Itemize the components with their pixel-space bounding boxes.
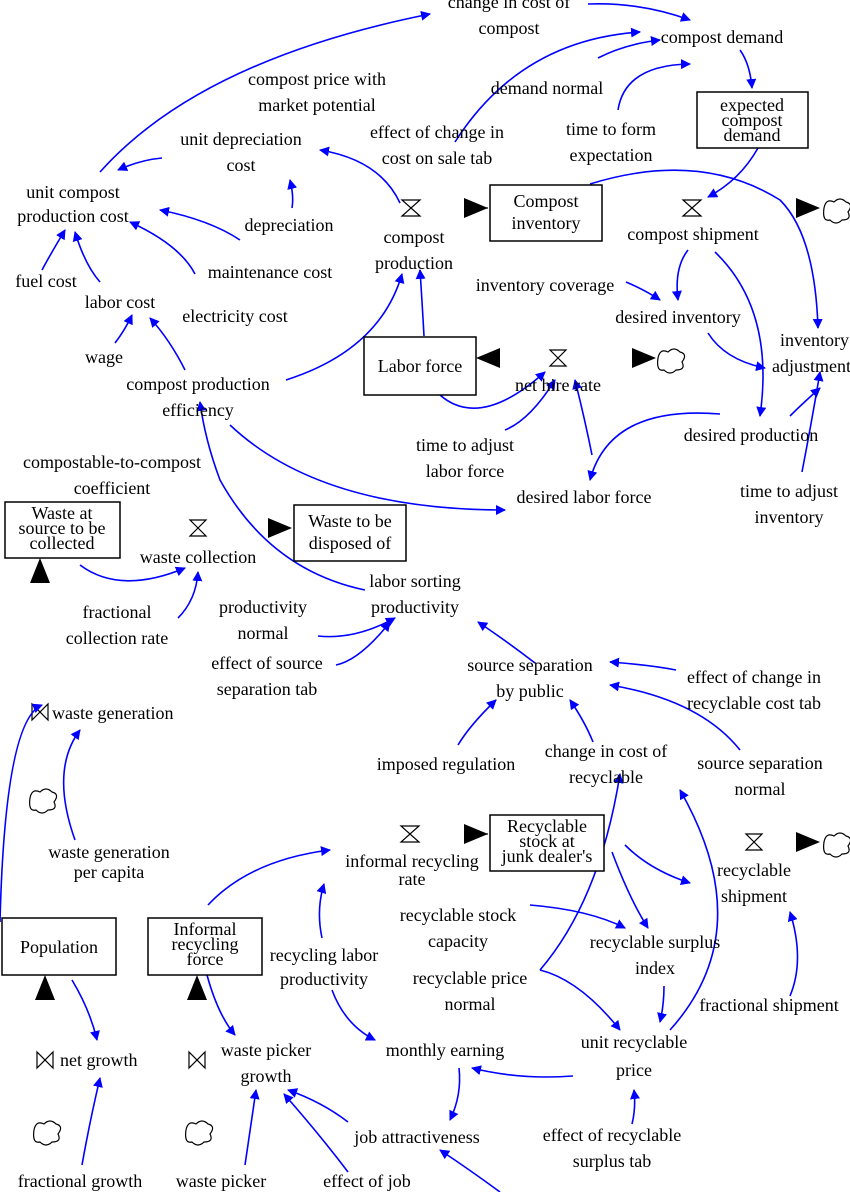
flow-waste-collection: waste collection [140, 547, 256, 567]
cloud-icon [823, 832, 850, 858]
var-inventory-coverage: inventory coverage [476, 275, 614, 295]
valve-informal-recycling [399, 825, 421, 843]
flow-net-hire-rate: net hire rate [515, 375, 601, 395]
stock-labor-force: Labor force [363, 336, 477, 396]
flow-valves [31, 199, 764, 1070]
cloud-icon [33, 1120, 62, 1146]
var-job-attractiveness: job attractiveness [353, 1127, 479, 1147]
var-fractional-shipment: fractional shipment [699, 995, 838, 1015]
var-desired-labor-force: desired labor force [517, 487, 652, 507]
cloud-icon [29, 788, 58, 814]
var-fuel-cost: fuel cost [15, 271, 76, 291]
valve-recyclable-shipment [744, 833, 764, 851]
source-sink-clouds [29, 198, 850, 1146]
flow-pipes [30, 198, 820, 1123]
valve-compost-shipment [681, 199, 703, 217]
var-imposed-regulation: imposed regulation [377, 754, 515, 774]
svg-text:Population: Population [20, 937, 98, 957]
cloud-icon [657, 348, 686, 374]
cloud-icon [185, 1120, 214, 1146]
valve-waste-picker-growth [188, 1050, 206, 1070]
var-demand-normal: demand normal [491, 78, 603, 98]
var-depreciation: depreciation [245, 215, 334, 235]
var-waste-picker: waste picker [176, 1171, 266, 1191]
flow-net-growth: net growth [60, 1050, 137, 1070]
svg-text:Labor force: Labor force [378, 356, 462, 376]
var-effect-of-job: effect of job [323, 1171, 411, 1191]
var-fractional-growth: fractional growth [18, 1171, 142, 1191]
var-desired-inventory: desired inventory [615, 307, 740, 327]
valve-compost-production [400, 199, 422, 217]
var-electricity-cost: electricity cost [182, 306, 287, 326]
var-wage: wage [85, 347, 123, 367]
causal-links [0, 3, 824, 1192]
valve-waste-collection [188, 519, 208, 537]
cloud-icon [823, 198, 850, 224]
var-maintenance-cost: maintenance cost [208, 262, 332, 282]
valve-net-hire [548, 349, 568, 367]
stock-population: Population [1, 917, 117, 976]
var-compost-demand: compost demand [661, 27, 783, 47]
var-monthly-earning: monthly earning [386, 1040, 504, 1060]
flow-waste-generation: waste generation [52, 703, 173, 723]
var-desired-production: desired production [684, 425, 818, 445]
valve-net-growth [36, 1050, 54, 1070]
flow-compost-shipment: compost shipment [627, 224, 759, 244]
var-labor-cost: labor cost [85, 292, 155, 312]
